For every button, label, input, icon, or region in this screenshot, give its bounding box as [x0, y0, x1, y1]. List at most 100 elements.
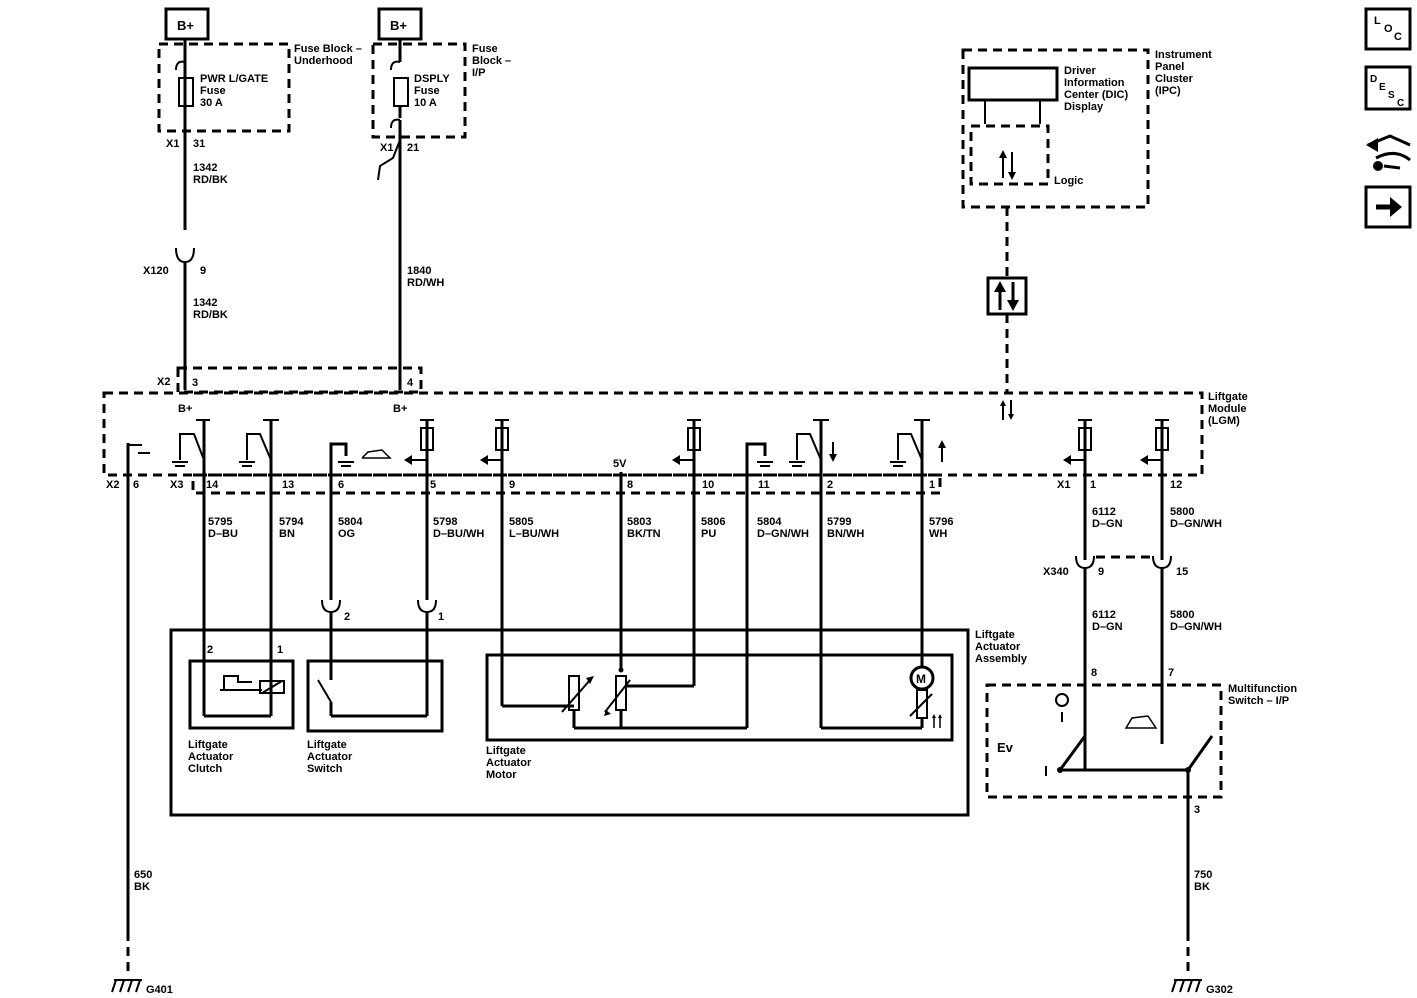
- svg-text:Module: Module: [1208, 403, 1247, 415]
- svg-text:Liftgate: Liftgate: [188, 739, 228, 751]
- svg-text:BK: BK: [134, 881, 150, 893]
- svg-text:14: 14: [206, 479, 219, 491]
- svg-text:2: 2: [827, 479, 833, 491]
- svg-text:S: S: [1388, 90, 1395, 101]
- multifunction-switch: Multifunction Switch – I/P 8 7 3 Ev: [985, 667, 1297, 932]
- svg-text:Multifunction: Multifunction: [1228, 683, 1297, 695]
- instrument-panel-cluster: Driver Information Center (DIC) Display …: [961, 48, 1212, 209]
- svg-text:Instrument: Instrument: [1155, 49, 1212, 61]
- svg-text:C: C: [1394, 31, 1402, 43]
- svg-text:5800: 5800: [1170, 609, 1194, 621]
- svg-text:D–BU: D–BU: [208, 528, 238, 540]
- svg-text:Fuse: Fuse: [472, 43, 498, 55]
- next-page-icon[interactable]: [1364, 185, 1412, 229]
- location-icon[interactable]: L O C: [1364, 7, 1412, 51]
- svg-text:Clutch: Clutch: [188, 763, 223, 775]
- svg-text:I/P: I/P: [472, 67, 485, 79]
- svg-text:X1: X1: [1057, 479, 1070, 491]
- svg-text:E: E: [1379, 82, 1386, 93]
- svg-text:X1: X1: [166, 138, 179, 150]
- svg-text:6: 6: [133, 479, 139, 491]
- svg-text:Liftgate: Liftgate: [1208, 391, 1248, 403]
- svg-text:X2: X2: [157, 376, 170, 388]
- liftgate-actuator-assembly: 2 1 Liftgate Actuator Assembly 2 1 Liftg…: [169, 599, 1028, 817]
- serial-data-link: [986, 207, 1028, 420]
- svg-text:(IPC): (IPC): [1155, 85, 1181, 97]
- svg-text:BN: BN: [279, 528, 295, 540]
- svg-text:Center (DIC): Center (DIC): [1064, 89, 1129, 101]
- svg-text:B+: B+: [393, 403, 407, 415]
- power-tag-left: B+: [164, 7, 210, 41]
- svg-text:G401: G401: [146, 984, 173, 996]
- ground-g401: G401 650 BK: [111, 869, 173, 996]
- svg-text:BK/TN: BK/TN: [627, 528, 661, 540]
- svg-text:O: O: [1384, 23, 1393, 35]
- svg-text:X1: X1: [380, 142, 393, 154]
- svg-text:6112: 6112: [1092, 506, 1116, 518]
- svg-text:D–GN/WH: D–GN/WH: [757, 528, 809, 540]
- wire-labels-mid: 5795 D–BU 5794 BN 5804 OG 5798 D–BU/WH 5…: [208, 506, 1222, 633]
- power-tag-right: B+: [377, 7, 423, 41]
- wire-label: 1342: [193, 297, 217, 309]
- fuse-block-ip: Fuse Block – I/P DSPLY Fuse 10 A X1 21: [371, 38, 511, 390]
- svg-text:2: 2: [344, 611, 350, 623]
- svg-text:650: 650: [134, 869, 152, 881]
- harness-icon[interactable]: [1366, 134, 1411, 171]
- svg-text:Driver: Driver: [1064, 65, 1097, 77]
- svg-text:30 A: 30 A: [200, 97, 223, 109]
- svg-text:5795: 5795: [208, 516, 232, 528]
- svg-text:Information: Information: [1064, 77, 1125, 89]
- svg-text:1: 1: [1090, 479, 1096, 491]
- svg-text:Display: Display: [1064, 101, 1104, 113]
- svg-text:L–BU/WH: L–BU/WH: [509, 528, 559, 540]
- svg-text:Panel: Panel: [1155, 61, 1184, 73]
- svg-text:D–GN/WH: D–GN/WH: [1170, 518, 1222, 530]
- ground-g302: G302 750 BK: [1171, 869, 1233, 996]
- svg-text:21: 21: [407, 142, 419, 154]
- svg-text:Actuator: Actuator: [975, 641, 1021, 653]
- svg-text:Fuse Block –: Fuse Block –: [294, 43, 362, 55]
- svg-text:5794: 5794: [279, 516, 304, 528]
- svg-text:5803: 5803: [627, 516, 651, 528]
- svg-text:2: 2: [207, 644, 213, 656]
- svg-text:5V: 5V: [613, 458, 627, 470]
- svg-text:3: 3: [1194, 804, 1200, 816]
- svg-text:Actuator: Actuator: [307, 751, 353, 763]
- connector-x340: X340 9 15: [1043, 555, 1188, 770]
- svg-text:1: 1: [438, 611, 444, 623]
- svg-text:M: M: [916, 672, 926, 686]
- svg-text:L: L: [1374, 15, 1381, 27]
- svg-text:5804: 5804: [338, 516, 363, 528]
- fuse-block-underhood: Fuse Block – Underhood PWR L/GATE Fuse 3…: [157, 38, 362, 230]
- svg-text:7: 7: [1168, 667, 1174, 679]
- svg-text:8: 8: [627, 479, 633, 491]
- svg-text:Switch: Switch: [307, 763, 343, 775]
- svg-text:5800: 5800: [1170, 506, 1194, 518]
- svg-text:B+: B+: [390, 18, 407, 33]
- svg-text:X340: X340: [1043, 566, 1069, 578]
- svg-text:Liftgate: Liftgate: [486, 745, 526, 757]
- svg-text:OG: OG: [338, 528, 355, 540]
- svg-text:Liftgate: Liftgate: [307, 739, 347, 751]
- svg-text:10 A: 10 A: [414, 97, 437, 109]
- svg-text:31: 31: [193, 138, 205, 150]
- svg-text:5804: 5804: [757, 516, 782, 528]
- svg-text:B+: B+: [177, 18, 194, 33]
- svg-text:X2: X2: [106, 479, 119, 491]
- svg-text:5: 5: [430, 479, 436, 491]
- svg-text:Liftgate: Liftgate: [975, 629, 1015, 641]
- svg-text:Motor: Motor: [486, 769, 517, 781]
- svg-text:13: 13: [282, 479, 294, 491]
- svg-text:Switch – I/P: Switch – I/P: [1228, 695, 1289, 707]
- svg-text:X120: X120: [143, 265, 169, 277]
- svg-text:5805: 5805: [509, 516, 533, 528]
- description-icon[interactable]: D E S C: [1364, 65, 1412, 111]
- wire-label: RD/BK: [193, 174, 228, 186]
- svg-text:Cluster: Cluster: [1155, 73, 1194, 85]
- svg-text:11: 11: [758, 479, 770, 491]
- svg-text:DSPLY: DSPLY: [414, 73, 450, 85]
- svg-text:Underhood: Underhood: [294, 55, 353, 67]
- svg-text:(LGM): (LGM): [1208, 415, 1240, 427]
- wire-label: 1342: [193, 162, 217, 174]
